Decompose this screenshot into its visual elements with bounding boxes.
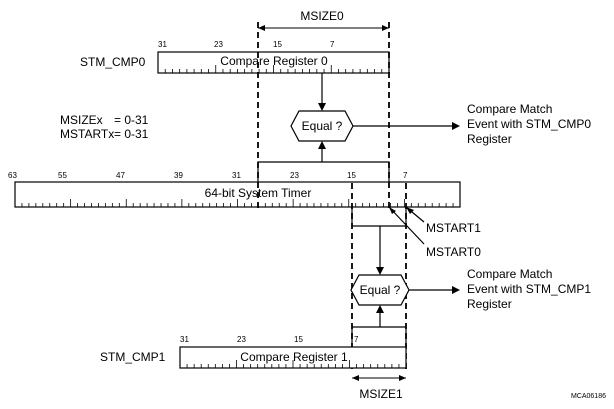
event0-line3: Register <box>467 132 512 146</box>
msize1-label: MSIZE1 <box>359 387 403 401</box>
msize0-arrow-right <box>382 25 389 31</box>
cmp1-bit-31: 31 <box>180 335 189 344</box>
mstart1-arrow <box>406 207 414 214</box>
timer-bit-15: 15 <box>347 171 356 180</box>
cmp1-bit-15: 15 <box>294 335 303 344</box>
figure-id: MCA06186 <box>571 393 606 400</box>
compare-register-0-label: Compare Register 0 <box>220 54 328 68</box>
compare-register-1-label: Compare Register 1 <box>240 350 348 364</box>
msize0-arrow-left <box>258 25 265 31</box>
timer-bit-63: 63 <box>8 171 17 180</box>
equal0-comparator <box>290 110 354 142</box>
event1-line2: Event with STM_CMP1 <box>467 282 591 296</box>
cmp1-bit-7: 7 <box>354 335 359 344</box>
cmp0-bit-15: 15 <box>273 40 282 49</box>
msize1-arrow-left <box>352 375 359 381</box>
msize0-label: MSIZE0 <box>300 9 344 23</box>
bracket-to-equal0-arrow <box>318 141 326 149</box>
timer-bit-39: 39 <box>174 171 183 180</box>
stm-cmp1-label: STM_CMP1 <box>100 350 166 364</box>
bracket-to-equal1-arrow <box>376 267 384 275</box>
cmp0-to-equal0-arrow <box>318 103 326 111</box>
cmp1-bit-23: 23 <box>237 335 246 344</box>
timer-bit-55: 55 <box>58 171 67 180</box>
mstart0-arrow <box>389 207 396 214</box>
system-timer-ticks <box>21 199 454 207</box>
cmp0-bit-7: 7 <box>330 40 335 49</box>
equal0-output-arrow <box>452 122 460 130</box>
mstartx-label: MSTARTx <box>60 127 114 141</box>
event1-line1: Compare Match <box>467 267 552 281</box>
event0-line2: Event with STM_CMP0 <box>467 117 591 131</box>
msizex-value: = 0-31 <box>114 113 149 127</box>
msize1-arrow-right <box>399 375 406 381</box>
timer-bit-47: 47 <box>116 171 125 180</box>
equal0-label: Equal ? <box>302 119 343 133</box>
timer-bit-7: 7 <box>403 171 408 180</box>
equal1-label: Equal ? <box>360 283 401 297</box>
mstart1-label: MSTART1 <box>426 221 481 235</box>
timer-bit-31: 31 <box>232 171 241 180</box>
cmp1-to-equal1-arrow <box>376 305 384 313</box>
cmp0-bit-23: 23 <box>214 40 223 49</box>
timer-to-equal0-bracket <box>257 161 390 182</box>
stm-cmp0-label: STM_CMP0 <box>80 55 146 69</box>
event0-line1: Compare Match <box>467 102 552 116</box>
msizex-label: MSIZEx <box>60 113 103 127</box>
mstart0-label: MSTART0 <box>426 245 481 259</box>
timer-bit-23: 23 <box>290 171 299 180</box>
cmp1-to-equal1-bracket <box>351 326 407 346</box>
compare-register-0-ticks <box>164 65 383 73</box>
cmp0-bit-31: 31 <box>158 40 167 49</box>
timer-to-equal1-bracket <box>351 207 407 227</box>
equal1-comparator <box>350 274 410 306</box>
mstartx-value: = 0-31 <box>114 127 149 141</box>
equal1-output-arrow <box>452 286 460 294</box>
event1-line3: Register <box>467 297 512 311</box>
compare-register-1-ticks <box>186 360 400 368</box>
